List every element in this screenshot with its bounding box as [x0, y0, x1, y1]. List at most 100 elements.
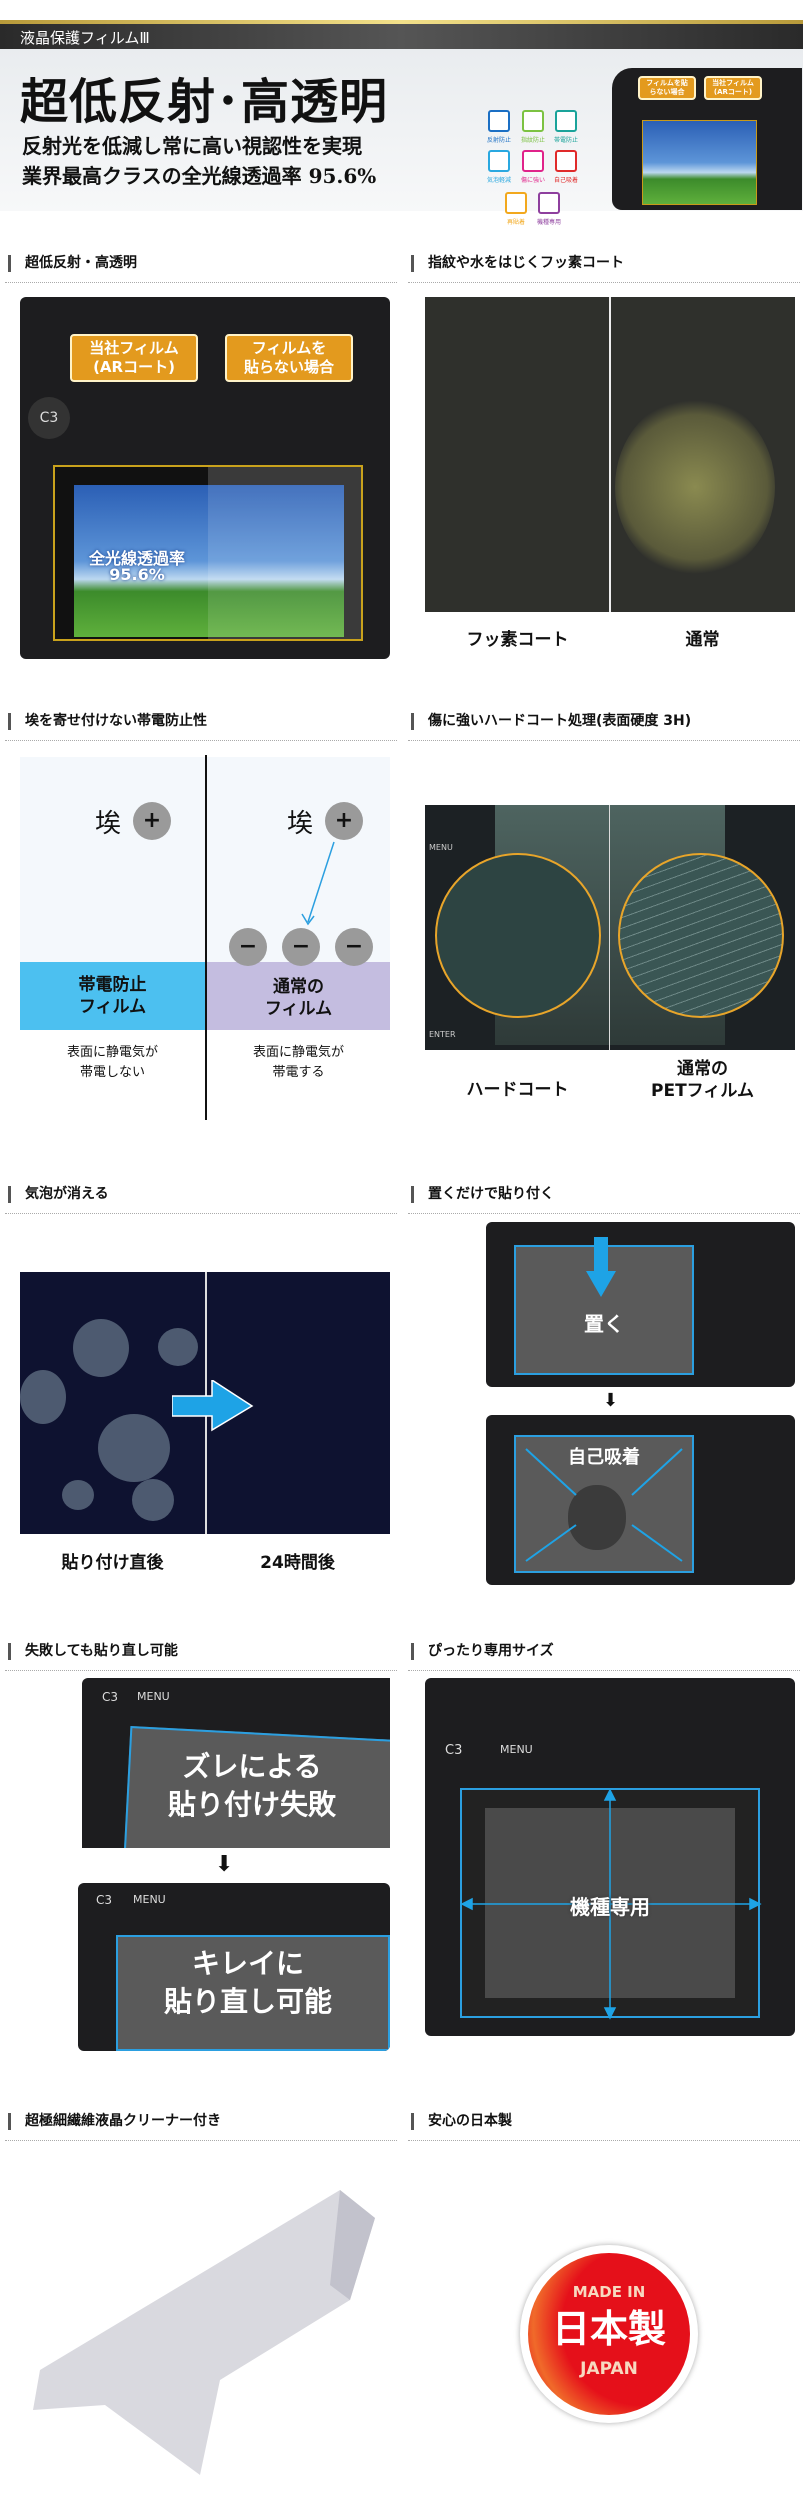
camera-misaligned-image: C3 MENU ズレによる 貼り付け失敗 — [82, 1678, 390, 1848]
feature-icon — [522, 150, 544, 172]
desc-normal: 表面に静電気が 帯電する — [252, 1045, 344, 1080]
label-self-adhesion: 自己吸着 — [568, 1447, 640, 1468]
hero-callout-no-film: フィルムを貼らない場合 — [638, 76, 696, 100]
hero-title: 超低反射･高透明 — [20, 74, 389, 130]
enter-button: ENTER — [429, 1030, 456, 1039]
section-heading: 失敗しても貼り直し可能 — [8, 1643, 178, 1660]
section-heading: 安心の日本製 — [411, 2113, 512, 2130]
section-heading: 指紋や水をはじくフッ素コート — [411, 255, 624, 272]
caption-24h-later: 24時間後 — [260, 1553, 335, 1573]
band-antistatic-film: 帯電防止 フィルム — [20, 962, 205, 1030]
transmittance-value: 95.6% — [109, 565, 165, 584]
divider — [205, 755, 207, 1120]
caption-just-applied: 貼り付け直後 — [61, 1553, 164, 1573]
product-line: 液晶保護フィルムⅢ — [20, 29, 150, 47]
arrow-down-icon: ⬇ — [603, 1390, 619, 1411]
caption-fluorine: フッ素コート — [466, 630, 569, 650]
section-divider — [408, 2140, 800, 2141]
hero-subtitle-2: 業界最高クラスの全光線透過率 95.6% — [22, 164, 377, 188]
camera-reflection-image: C3 全光線透過率 95.6% 当社フィルム (ARコート) フィルムを 貼らな… — [20, 297, 390, 659]
band-normal-film: 通常の フィルム — [207, 962, 390, 1030]
spread-arrows-icon — [525, 1448, 683, 1562]
label-place: 置く — [584, 1312, 624, 1336]
section-divider — [5, 1670, 397, 1671]
arrow-down-icon — [586, 1237, 616, 1297]
section-heading: 超低反射・高透明 — [8, 255, 137, 272]
badge-made-in: MADE IN — [572, 2283, 646, 2301]
section-heading: 置くだけで貼り付く — [411, 1186, 554, 1203]
feature-icon-label: 指紋防止 — [520, 137, 545, 144]
callout-no-film: フィルムを 貼らない場合 — [225, 334, 353, 382]
callout-our-film: 当社フィルム (ARコート) — [70, 334, 198, 382]
hero-subtitle-1: 反射光を低減し常に高い視認性を実現 — [22, 134, 362, 158]
hero-gold-line — [0, 20, 803, 24]
feature-icon-label: 機種専用 — [536, 219, 561, 226]
bubble-comparison-image — [20, 1272, 390, 1534]
feature-icon-label: 再貼着 — [506, 219, 525, 226]
menu-button: MENU — [133, 1893, 166, 1906]
feature-icon-label: 自己吸着 — [553, 177, 578, 184]
minus-charge-icon: − — [282, 928, 320, 966]
feature-icon — [522, 110, 544, 132]
menu-button: MENU — [500, 1743, 533, 1756]
feature-icon — [488, 110, 510, 132]
section-heading: 傷に強いハードコート処理(表面硬度 3H) — [411, 713, 691, 730]
transmittance-label: 全光線透過率 — [88, 549, 185, 568]
feature-icon — [555, 110, 577, 132]
hero-callout-our-film: 当社フィルム(ARコート) — [704, 76, 762, 100]
minus-charge-icon: − — [335, 928, 373, 966]
section-divider — [408, 282, 800, 283]
badge-nihonsei: 日本製 — [551, 2307, 666, 2351]
feature-icon — [488, 150, 510, 172]
caption-hardcoat: ハードコート — [466, 1080, 569, 1100]
camera-reapplied-image: C3 MENU キレイに 貼り直し可能 — [78, 1883, 390, 2051]
section-divider — [408, 740, 800, 741]
desc-antistatic: 表面に静電気が 帯電しない — [66, 1045, 158, 1080]
section-heading: ぴったり専用サイズ — [411, 1643, 554, 1660]
c3-button: C3 — [28, 397, 70, 439]
section-divider — [5, 2140, 397, 2141]
section-heading: 気泡が消える — [8, 1186, 109, 1203]
section-divider — [408, 1670, 800, 1671]
plus-charge-icon: + — [133, 802, 171, 840]
section-heading: 埃を寄せ付けない帯電防止性 — [8, 713, 207, 730]
camera-adhesion-image: 自己吸着 — [486, 1415, 795, 1585]
feature-icon — [538, 192, 560, 214]
dust-label-right: 埃 — [287, 809, 314, 839]
section-heading: 超極細繊維液晶クリーナー付き — [8, 2113, 221, 2130]
hardcoat-comparison-image: MENU ENTER — [425, 805, 795, 1050]
arrow-right-icon — [172, 1380, 254, 1432]
minus-charge-icon: − — [229, 928, 267, 966]
feature-icon-label: 帯電防止 — [553, 137, 578, 144]
camera-place-image: 置く — [486, 1222, 795, 1387]
menu-button: MENU — [137, 1690, 170, 1703]
feature-icon-label: 反射防止 — [486, 137, 511, 144]
section-divider — [408, 1213, 800, 1214]
made-in-japan-badge: MADE IN 日本製 JAPAN — [520, 2245, 698, 2423]
menu-button: MENU — [429, 843, 453, 852]
badge-japan: JAPAN — [580, 2359, 638, 2379]
feature-icon-label: 気泡軽減 — [486, 177, 511, 184]
attraction-arrow-icon — [301, 841, 335, 926]
section-divider — [5, 282, 397, 283]
section-divider — [5, 1213, 397, 1214]
fingerprint-comparison-image — [425, 297, 795, 612]
hero-camera-image: フィルムを貼らない場合 当社フィルム(ARコート) — [612, 68, 802, 210]
size-arrows-icon — [460, 1788, 762, 2020]
plus-charge-icon: + — [325, 802, 363, 840]
product-line-bar: 液晶保護フィルムⅢ — [0, 24, 803, 49]
caption-pet-film: 通常の PETフィルム — [651, 1059, 754, 1101]
section-divider — [5, 740, 397, 741]
caption-normal: 通常 — [685, 630, 720, 650]
label-misaligned: ズレによる 貼り付け失敗 — [167, 1750, 336, 1821]
feature-icon — [505, 192, 527, 214]
feature-icon — [555, 150, 577, 172]
c3-button: C3 — [445, 1743, 463, 1758]
dust-label-left: 埃 — [95, 809, 122, 839]
feature-icon-label: 傷に強い — [520, 177, 545, 184]
arrow-down-icon: ⬇ — [215, 1852, 234, 1877]
label-reapplied: キレイに 貼り直し可能 — [163, 1947, 332, 2018]
label-model-specific: 機種専用 — [570, 1895, 650, 1919]
c3-button: C3 — [96, 1893, 113, 1907]
cleaning-cloth-image — [33, 2190, 375, 2475]
